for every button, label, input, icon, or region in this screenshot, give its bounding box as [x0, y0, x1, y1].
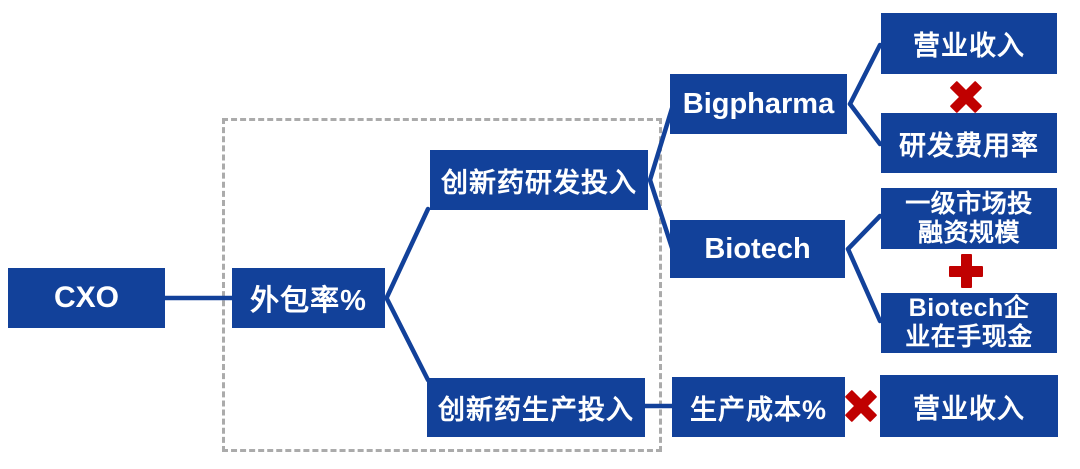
- node-bigpharma: Bigpharma: [670, 74, 847, 134]
- connector-bigpharma-rdexpense: [847, 101, 883, 147]
- node-primary-market-financing: 一级市场投 融资规模: [881, 188, 1057, 249]
- multiply-icon: [844, 389, 878, 423]
- node-revenue-bottom: 营业收入: [880, 375, 1058, 437]
- multiply-icon: [949, 80, 983, 114]
- connector-rd-bigpharma: [647, 102, 676, 183]
- dashed-group-frame: [222, 118, 662, 452]
- connector-outsourcing-rd: [384, 206, 431, 300]
- plus-icon: [949, 254, 983, 288]
- node-rd-investment-label: 创新药研发投入: [441, 167, 637, 198]
- node-cxo: CXO: [8, 268, 165, 328]
- node-outsourcing-rate-label: 外包率%: [250, 285, 367, 317]
- node-revenue-top-label: 营业收入: [913, 31, 1025, 61]
- node-biotech: Biotech: [670, 220, 845, 278]
- node-cxo-label: CXO: [53, 281, 119, 314]
- connector-biotech-cash: [845, 246, 883, 324]
- connector-bigpharma-revenue: [847, 42, 883, 107]
- node-rd-expense-ratio: 研发费用率: [881, 113, 1057, 173]
- node-production-investment-label: 创新药生产投入: [438, 395, 634, 425]
- node-production-cost-pct-label: 生产成本%: [689, 394, 827, 425]
- node-primary-market-financing-line2: 融资规模: [917, 218, 1020, 247]
- connector-rd-biotech: [647, 177, 676, 254]
- node-rd-expense-ratio-label: 研发费用率: [899, 130, 1039, 161]
- node-outsourcing-rate: 外包率%: [232, 268, 385, 328]
- plus-icon-bar: [949, 265, 983, 277]
- node-bigpharma-label: Bigpharma: [682, 87, 835, 120]
- node-primary-market-financing-line1: 一级市场投: [905, 189, 1033, 218]
- node-biotech-cash-line1: Biotech企: [908, 294, 1030, 322]
- node-revenue-top: 营业收入: [881, 13, 1057, 74]
- connector-outsourcing-prod: [384, 296, 431, 383]
- node-rd-investment: 创新药研发投入: [430, 150, 648, 210]
- node-biotech-cash-on-hand: Biotech企 业在手现金: [881, 293, 1057, 353]
- connector-biotech-primarymarket: [845, 213, 883, 252]
- node-production-investment: 创新药生产投入: [427, 378, 645, 437]
- node-production-cost-pct: 生产成本%: [672, 377, 845, 437]
- node-biotech-label: Biotech: [704, 232, 811, 265]
- node-revenue-bottom-label: 营业收入: [913, 393, 1025, 424]
- node-biotech-cash-line2: 业在手现金: [905, 323, 1033, 351]
